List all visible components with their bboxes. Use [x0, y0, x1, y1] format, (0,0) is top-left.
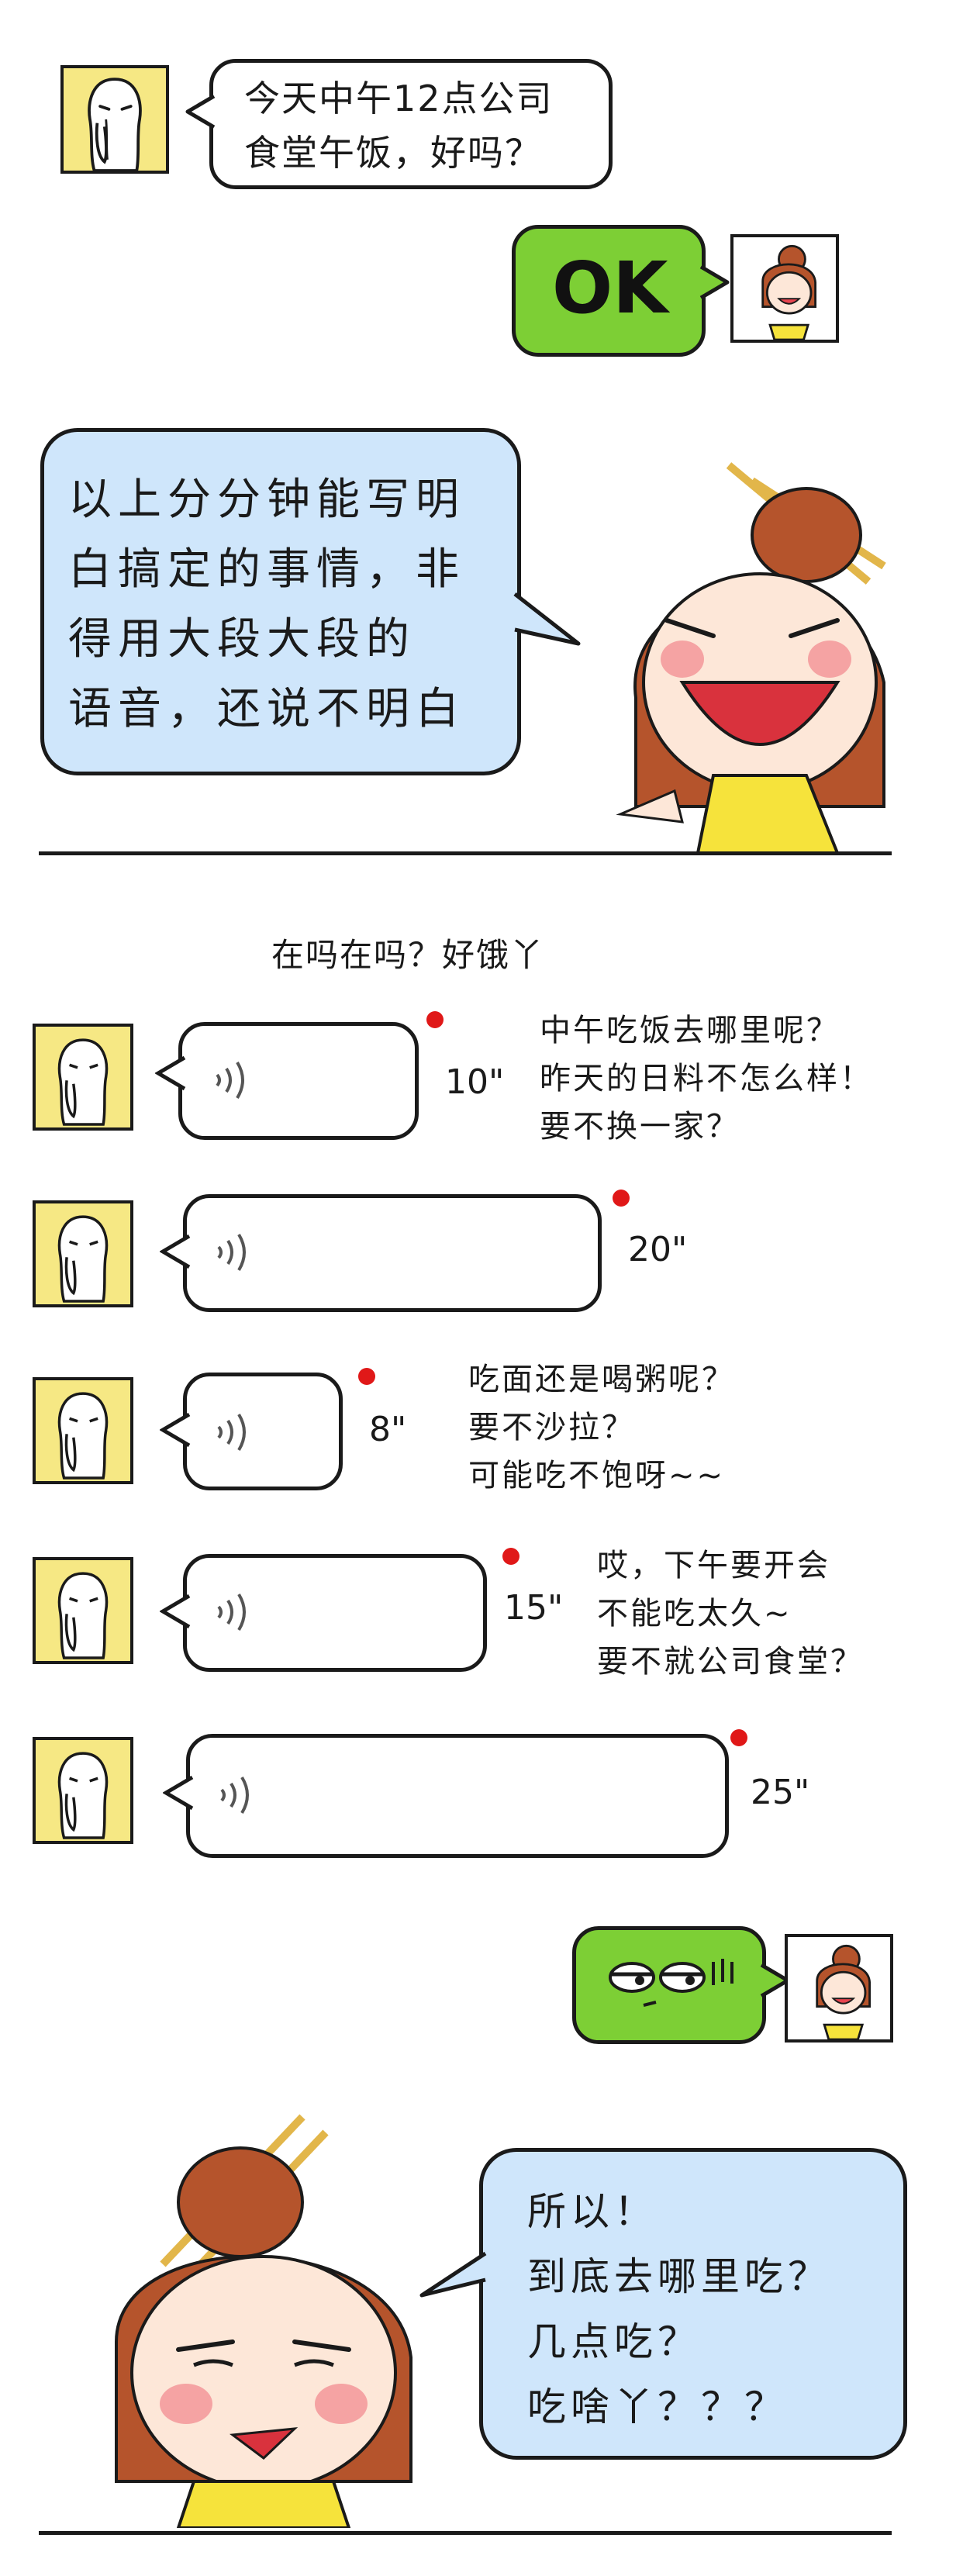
bubble-tail	[160, 1412, 191, 1448]
voice-message-bubble[interactable]	[183, 1554, 487, 1672]
girl-avatar-icon	[761, 244, 817, 340]
friend-avatar	[33, 1200, 133, 1307]
bubble-tail	[155, 1055, 186, 1091]
unread-dot	[613, 1190, 630, 1207]
voice-duration: 10"	[445, 1062, 505, 1102]
unread-dot	[730, 1729, 747, 1746]
final-question-bubble	[479, 2148, 907, 2460]
voice-duration: 15"	[504, 1588, 564, 1628]
girl-annoyed-illustration	[115, 2114, 412, 2528]
voice-message-bubble[interactable]	[183, 1373, 343, 1490]
bubble-tail	[160, 1594, 191, 1629]
voice-wave-icon	[217, 1233, 246, 1272]
girl-avatar-icon	[816, 1944, 872, 2039]
panel-divider	[39, 851, 892, 855]
friend-avatar	[33, 1557, 133, 1664]
friend-avatar	[33, 1737, 133, 1844]
bubble-tail	[163, 1775, 194, 1811]
panel-divider	[39, 2531, 892, 2535]
unread-dot	[502, 1548, 519, 1565]
friend-avatar	[60, 65, 169, 174]
stick-figure-icon	[57, 1215, 109, 1303]
stick-figure-icon	[57, 1392, 109, 1480]
stick-figure-icon	[88, 78, 142, 171]
bubble-tail	[185, 94, 216, 129]
stick-figure-icon	[57, 1038, 109, 1126]
reply-ok-text: OK	[552, 247, 668, 330]
voice-message-bubble[interactable]	[186, 1734, 729, 1858]
annoyed-face-icon	[609, 1959, 733, 2007]
bubble-tail	[419, 2251, 487, 2298]
voice-transcript-note: 吃面还是喝粥呢？ 要不沙拉？ 可能吃不饱呀~~	[468, 1362, 735, 1493]
voice-transcript-note: 中午吃饭去哪里呢？ 昨天的日料不怎么样！ 要不换一家？	[540, 1013, 873, 1145]
unread-dot	[426, 1011, 444, 1028]
friend-avatar	[33, 1024, 133, 1131]
voice-transcript-note: 哎，下午要开会 不能吃太久~ 要不就公司食堂？	[597, 1548, 864, 1680]
user-avatar	[730, 234, 839, 343]
girl-laughing-illustration	[616, 462, 886, 853]
header-message: 在吗在吗？好饿丫	[271, 936, 545, 974]
voice-duration: 8"	[369, 1410, 407, 1449]
voice-duration: 20"	[628, 1230, 688, 1269]
incoming-message-text: 今天中午12点公司 食堂午饭，好吗？	[244, 78, 554, 174]
final-question-text: 所以！ 到底去哪里吃？ 几点吃？ 吃啥丫？？？	[527, 2189, 831, 2429]
voice-message-bubble[interactable]	[183, 1194, 602, 1312]
bubble-tail	[513, 592, 581, 646]
voice-wave-icon	[220, 1776, 249, 1815]
stick-figure-icon	[57, 1752, 109, 1839]
friend-avatar	[33, 1377, 133, 1484]
user-avatar	[785, 1934, 893, 2042]
voice-duration: 25"	[751, 1773, 810, 1812]
voice-wave-icon	[217, 1593, 246, 1632]
voice-wave-icon	[217, 1413, 246, 1452]
bubble-tail	[160, 1234, 191, 1269]
reply-bubble-ok[interactable]	[512, 225, 706, 357]
voice-wave-icon	[216, 1061, 244, 1100]
thought-bubble	[40, 428, 521, 775]
thought-text: 以上分分钟能写明 白搞定的事情，非 得用大段大段的 语音，还说不明白	[68, 475, 465, 734]
incoming-message-bubble[interactable]	[209, 59, 613, 189]
stick-figure-icon	[57, 1572, 109, 1659]
bubble-tail	[699, 264, 730, 300]
unread-dot	[358, 1368, 375, 1385]
